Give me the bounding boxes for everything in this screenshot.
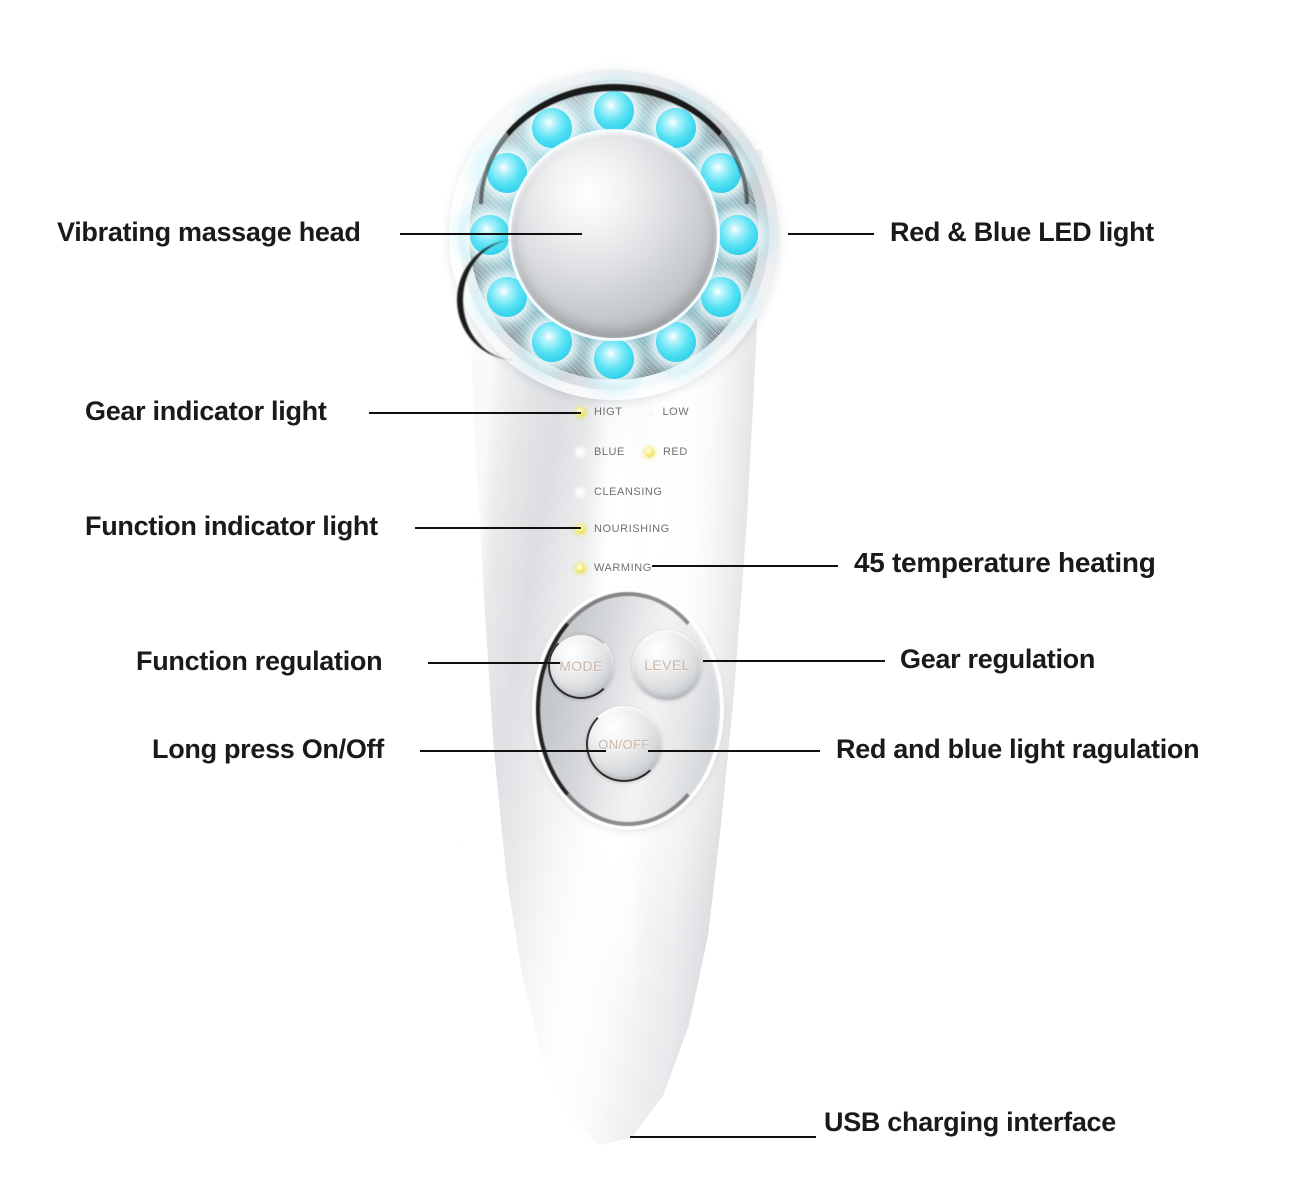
indicator-row-gear: HIGT LOW — [576, 406, 689, 418]
mode-button[interactable]: MODE — [548, 633, 614, 699]
leader-long-press-on-off — [420, 750, 606, 752]
indicator-label-blue: BLUE — [594, 446, 625, 458]
indicator-label-warming: WARMING — [594, 562, 652, 574]
indicator-dot-nourishing — [576, 524, 585, 534]
label-function-indicator-light: Function indicator light — [85, 511, 378, 541]
indicator-dot-blue — [576, 447, 585, 457]
label-red-blue-led-light: Red & Blue LED light — [890, 217, 1155, 247]
leader-function-indicator-light — [415, 527, 581, 529]
indicator-row-nourishing: NOURISHING — [576, 523, 670, 535]
label-gear-regulation: Gear regulation — [900, 644, 1096, 674]
led-light-4 — [718, 215, 758, 255]
label-red-blue-light-regulation: Red and blue light ragulation — [836, 734, 1200, 764]
led-light-10 — [470, 215, 510, 255]
indicator-row-cleansing: CLEANSING — [576, 486, 663, 498]
leader-red-blue-led-light — [788, 233, 874, 235]
leader-vibrating-massage-head — [400, 233, 582, 235]
leader-red-blue-light-regulation — [648, 750, 820, 752]
indicator-dot-red — [644, 447, 654, 457]
indicator-label-low: LOW — [662, 406, 690, 418]
massage-head-disc — [511, 132, 717, 338]
vibrating-massage-head-assembly — [449, 70, 779, 400]
led-light-7 — [594, 339, 634, 379]
label-usb-charging-interface: USB charging interface — [824, 1107, 1116, 1137]
leader-gear-indicator-light — [369, 412, 581, 414]
level-button[interactable]: LEVEL — [632, 630, 702, 700]
leader-function-regulation — [428, 662, 560, 664]
indicator-dot-cleansing — [576, 487, 585, 497]
label-gear-indicator-light: Gear indicator light — [85, 396, 327, 426]
label-temperature-heating: 45 temperature heating — [854, 547, 1156, 578]
label-function-regulation: Function regulation — [136, 646, 383, 676]
leader-usb-charging-interface — [630, 1136, 816, 1138]
indicator-row-light-color: BLUE RED — [576, 446, 688, 458]
label-long-press-on-off: Long press On/Off — [152, 734, 384, 764]
indicator-dot-warming — [576, 563, 585, 573]
indicator-label-red: RED — [662, 446, 688, 458]
on-off-button[interactable]: ON/OFF — [586, 706, 662, 782]
led-light-1 — [594, 91, 634, 131]
label-vibrating-massage-head: Vibrating massage head — [57, 217, 361, 247]
indicator-label-nourishing: NOURISHING — [594, 523, 670, 535]
leader-temperature-heating — [652, 565, 838, 567]
indicator-label-higt: HIGT — [594, 406, 623, 418]
indicator-dot-low — [644, 407, 654, 417]
indicator-label-cleansing: CLEANSING — [594, 486, 663, 498]
indicator-row-warming: WARMING — [576, 562, 652, 574]
leader-gear-regulation — [703, 660, 885, 662]
